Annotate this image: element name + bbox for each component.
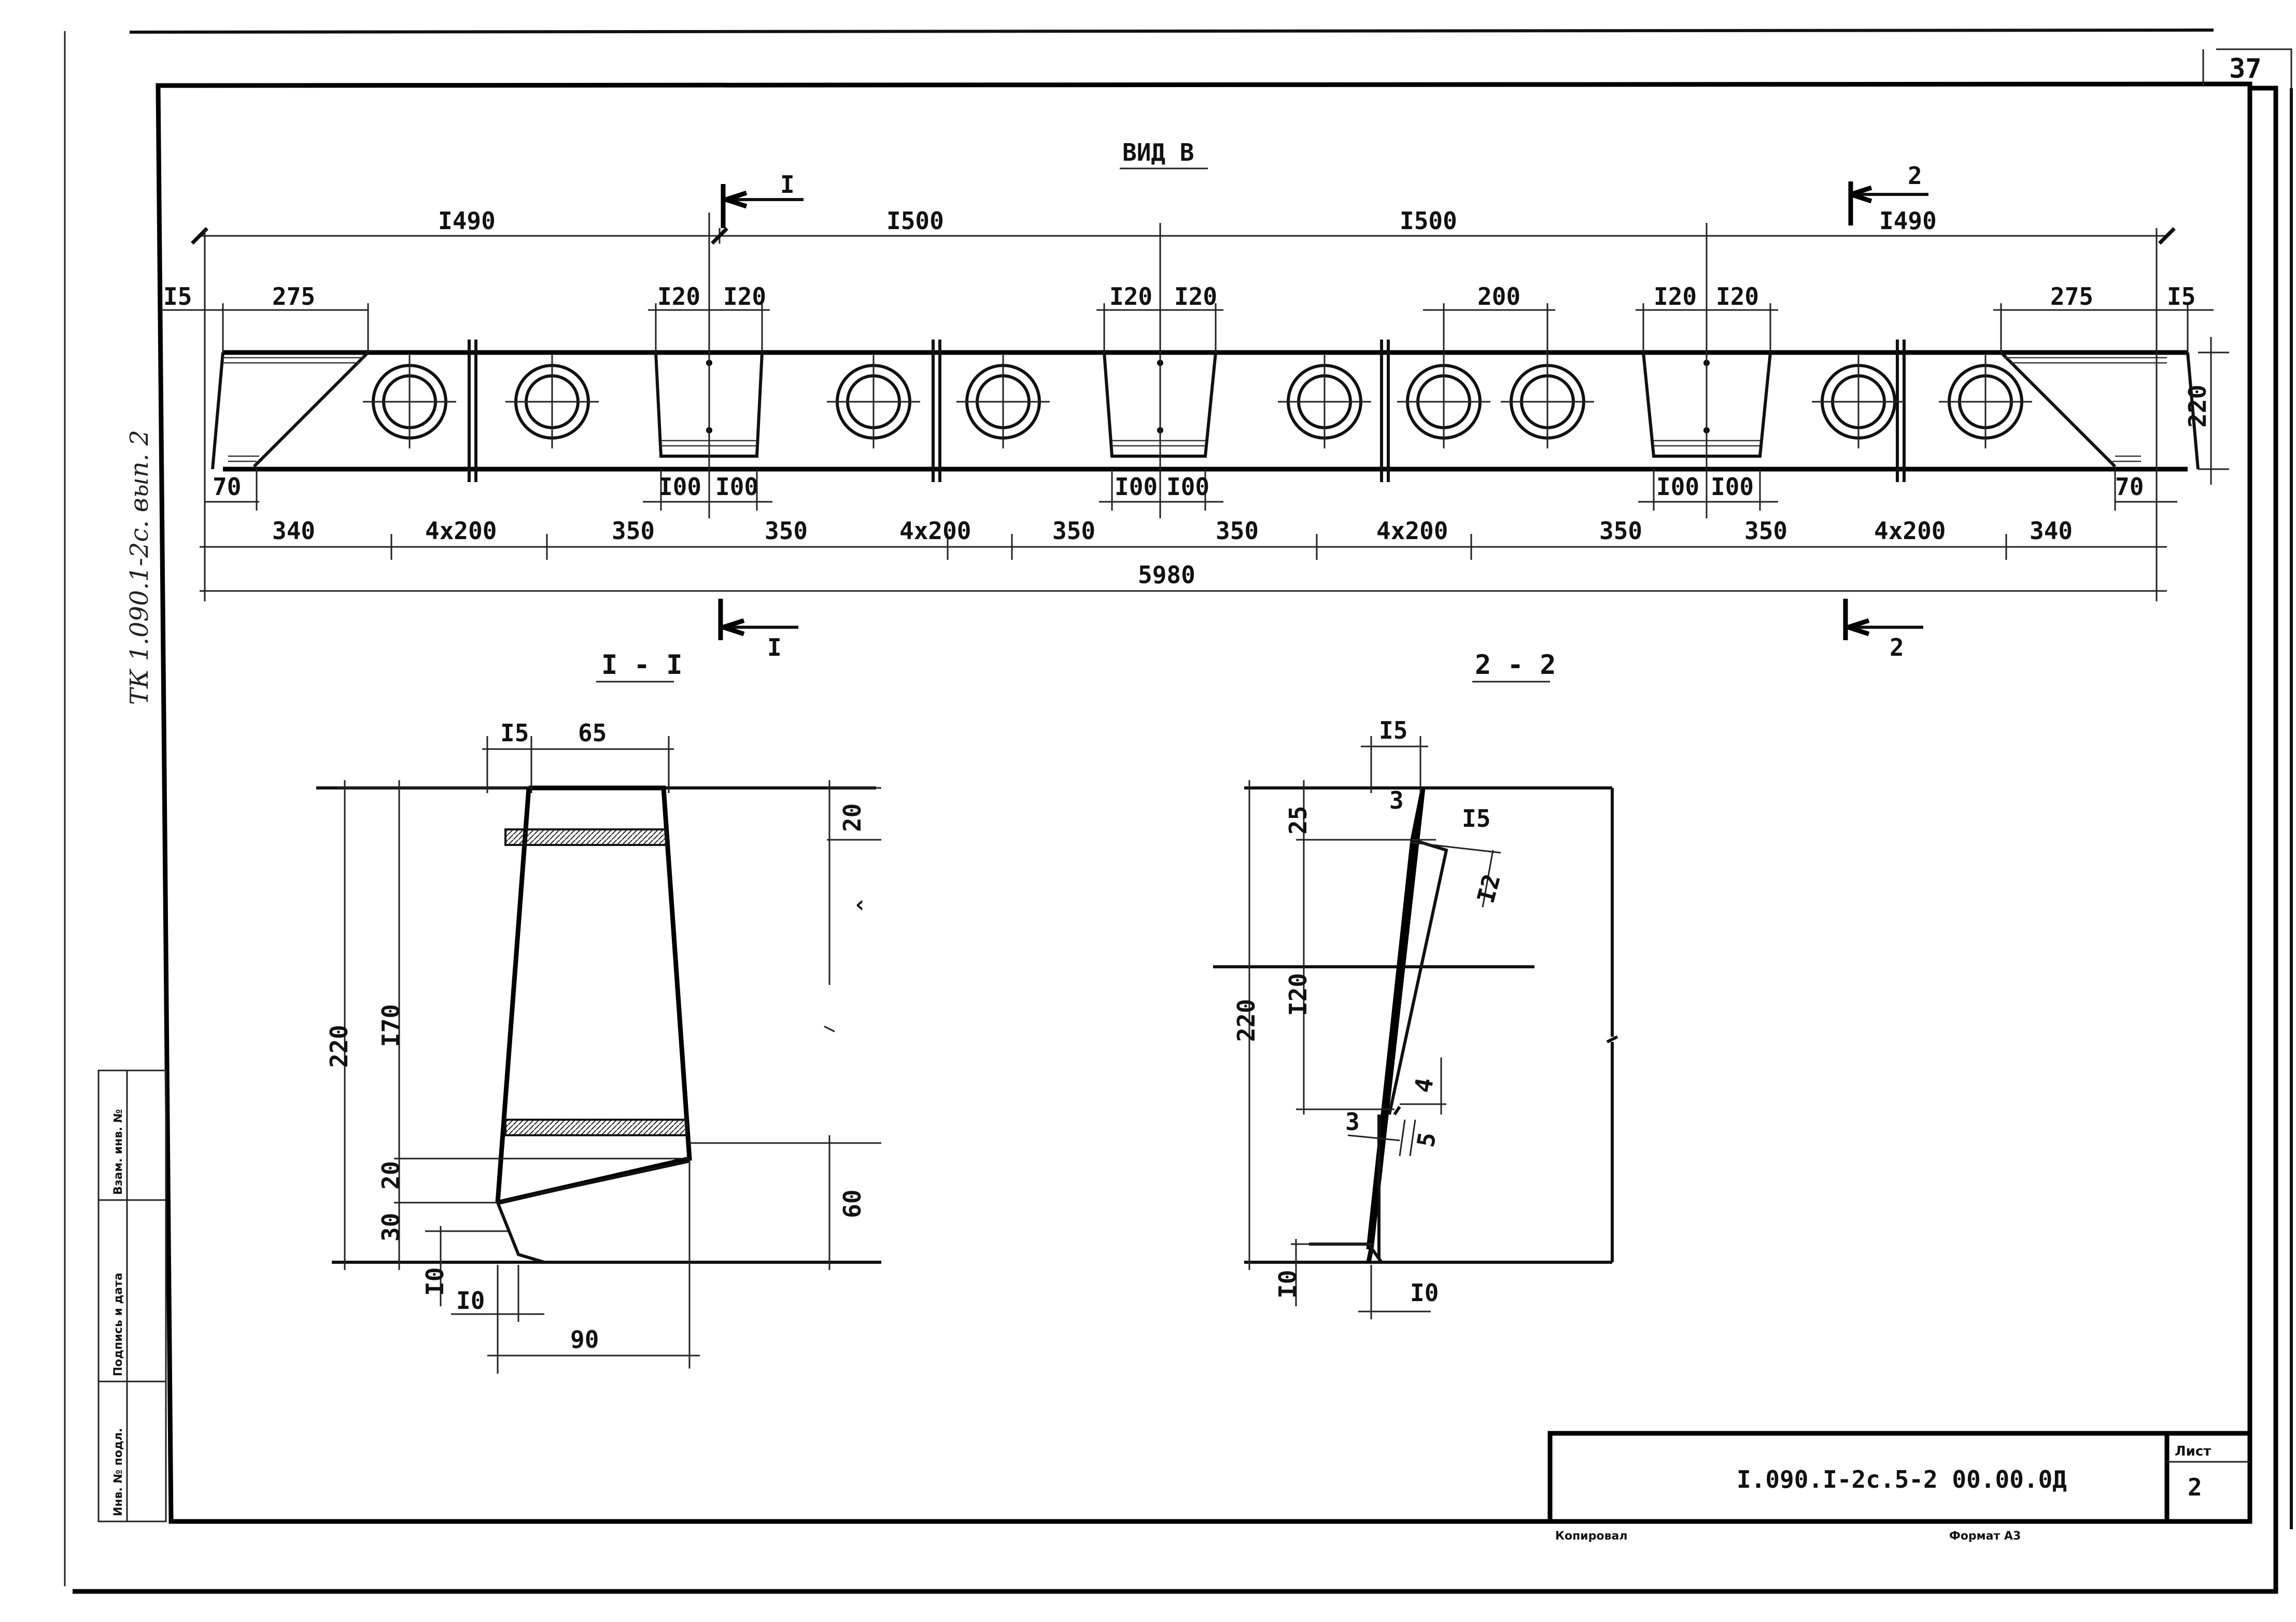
dim-1500-a: I500 <box>886 207 944 235</box>
svg-text:‹: ‹ <box>853 890 867 918</box>
svg-text:4: 4 <box>1409 1076 1439 1095</box>
svg-text:70: 70 <box>213 473 241 501</box>
title-block: I.090.I-2c.5-2 00.00.0Д Лист 2 Копировал… <box>1547 1431 2252 1543</box>
dim-1500-b: I500 <box>1400 207 1457 235</box>
svg-text:I20: I20 <box>1109 283 1152 311</box>
svg-text:I70: I70 <box>377 1004 405 1047</box>
svg-text:I20: I20 <box>723 283 766 311</box>
drawing-code: I.090.I-2c.5-2 00.00.0Д <box>1737 1465 2067 1493</box>
svg-text:I20: I20 <box>1284 973 1312 1016</box>
svg-text:ТК 1.090.1-2с. вып. 2: ТК 1.090.1-2с. вып. 2 <box>125 430 154 705</box>
section-2: 2 - 2 I5 220 25 I20 I0 I0 3 I5 I2 4 3 <box>1213 650 1618 1319</box>
svg-text:I20: I20 <box>1174 283 1217 311</box>
svg-text:I00: I00 <box>1115 473 1158 501</box>
svg-text:350: 350 <box>1052 517 1095 545</box>
svg-text:I00: I00 <box>1166 473 1209 501</box>
svg-text:25: 25 <box>1284 806 1312 835</box>
sheet-border <box>64 29 2293 1594</box>
svg-text:I: I <box>767 633 782 661</box>
svg-text:I0: I0 <box>456 1287 485 1315</box>
section-2-title: 2 - 2 <box>1475 650 1556 681</box>
svg-text:I0: I0 <box>421 1267 449 1296</box>
svg-text:I00: I00 <box>715 473 758 501</box>
svg-text:I0: I0 <box>1410 1279 1439 1307</box>
svg-text:350: 350 <box>612 517 655 545</box>
left-stamp: Инв. № подл. Подпись и дата Взам. инв. № <box>97 1069 167 1522</box>
svg-text:I5: I5 <box>1462 805 1490 833</box>
svg-text:60: 60 <box>838 1190 866 1218</box>
view-b-title: ВИД В <box>1122 138 1194 166</box>
stamp-inv-orig: Инв. № подл. <box>112 1428 125 1516</box>
svg-text:340: 340 <box>272 517 315 545</box>
svg-text:I5: I5 <box>2167 283 2195 311</box>
svg-text:4x200: 4x200 <box>899 517 971 545</box>
svg-text:4x200: 4x200 <box>1376 517 1448 545</box>
svg-text:275: 275 <box>2050 283 2093 311</box>
svg-text:4x200: 4x200 <box>425 517 497 545</box>
svg-text:I: I <box>780 171 795 199</box>
svg-text:3: 3 <box>1345 1108 1360 1136</box>
svg-text:I0: I0 <box>1274 1270 1302 1299</box>
section-1-title: I - I <box>601 650 683 681</box>
svg-text:20: 20 <box>838 803 866 832</box>
svg-text:65: 65 <box>578 719 607 747</box>
svg-text:220: 220 <box>1232 999 1260 1042</box>
svg-text:20: 20 <box>377 1161 405 1190</box>
svg-text:4x200: 4x200 <box>1874 517 1946 545</box>
svg-text:I5: I5 <box>1379 716 1407 744</box>
svg-text:90: 90 <box>570 1325 599 1353</box>
svg-text:I00: I00 <box>1656 473 1699 501</box>
svg-text:70: 70 <box>2115 473 2144 501</box>
svg-text:I5: I5 <box>500 719 529 747</box>
svg-text:2: 2 <box>1908 162 1922 190</box>
svg-text:275: 275 <box>272 283 315 311</box>
stamp-replace-inv: Взам. инв. № <box>112 1109 125 1195</box>
holes <box>363 355 2032 448</box>
svg-text:I2: I2 <box>1471 871 1505 906</box>
svg-text:220: 220 <box>2184 385 2212 428</box>
svg-text:350: 350 <box>1216 517 1259 545</box>
copied-label: Копировал <box>1555 1530 1627 1543</box>
svg-text:2: 2 <box>1890 633 1904 661</box>
svg-text:350: 350 <box>765 517 808 545</box>
svg-text:350: 350 <box>1744 517 1787 545</box>
dim-overall: 5980 <box>1138 561 1195 589</box>
svg-text:350: 350 <box>1599 517 1642 545</box>
svg-text:I20: I20 <box>657 283 700 311</box>
dim-1490-right: I490 <box>1879 207 1937 235</box>
svg-text:220: 220 <box>325 1025 353 1068</box>
svg-text:I00: I00 <box>658 473 701 501</box>
svg-text:I00: I00 <box>1711 473 1754 501</box>
svg-text:3: 3 <box>1389 786 1404 814</box>
svg-text:5: 5 <box>1412 1130 1442 1149</box>
sheet-value: 2 <box>2188 1473 2202 1501</box>
stamp-sign-date: Подпись и дата <box>112 1273 125 1376</box>
margin-note: ТК 1.090.1-2с. вып. 2 <box>125 430 154 705</box>
section-1: I - I I5 65 20 60 ‹ 220 I70 20 30 I0 I0 <box>316 650 881 1374</box>
ribs <box>654 352 1772 458</box>
format-label: Формат А3 <box>1949 1530 2021 1543</box>
sheet-label: Лист <box>2175 1444 2211 1459</box>
dim-1490-left: I490 <box>438 207 496 235</box>
svg-text:340: 340 <box>2030 517 2073 545</box>
view-b: ВИД В I 2 <box>161 138 2229 661</box>
svg-text:200: 200 <box>1477 283 1520 311</box>
svg-text:I20: I20 <box>1716 283 1759 311</box>
svg-text:I5: I5 <box>163 283 192 311</box>
sheet-number: 37 <box>2229 53 2262 84</box>
svg-text:30: 30 <box>377 1213 405 1242</box>
svg-text:I20: I20 <box>1654 283 1697 311</box>
